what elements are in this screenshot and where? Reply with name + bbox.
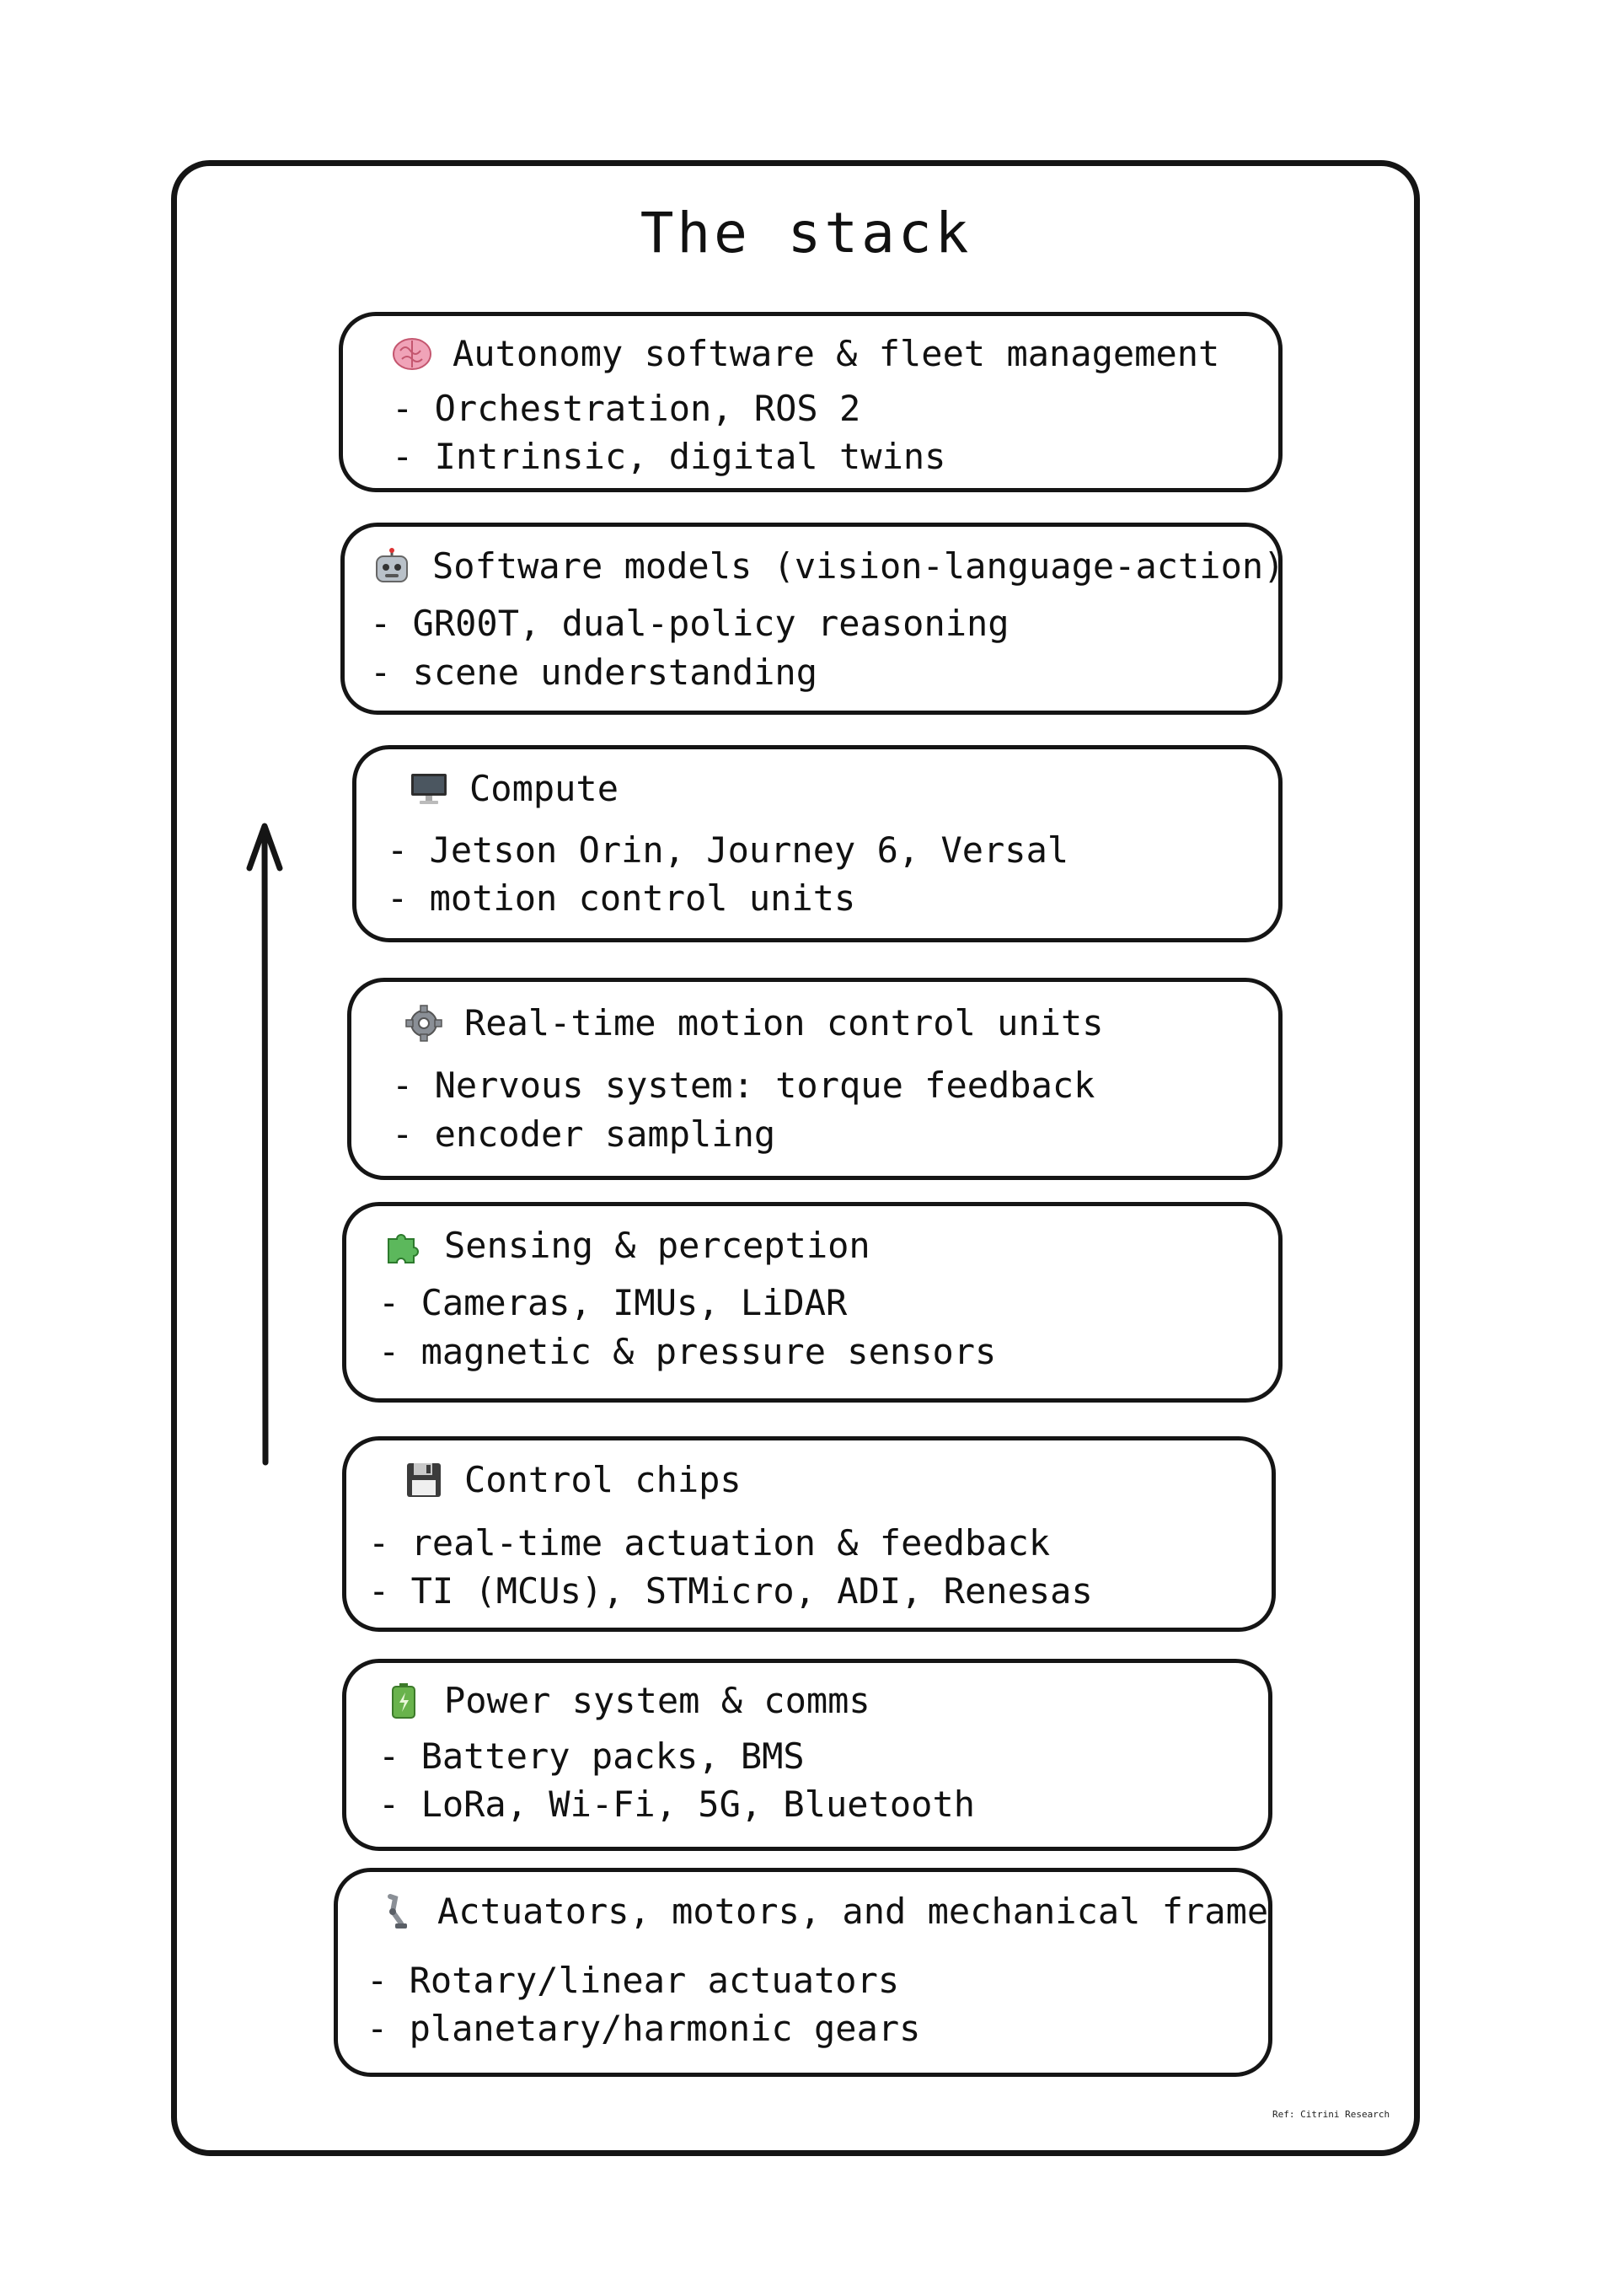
layer-heading: Sensing & perception [444,1225,870,1266]
reference-note: Ref: Citrini Research [1272,2109,1390,2120]
layer-heading: Actuators, motors, and mechanical frame [437,1891,1269,1932]
layer-line: - Jetson Orin, Journey 6, Versal [387,829,1069,871]
layer-line: - magnetic & pressure sensors [378,1331,997,1372]
layer-line: - Intrinsic, digital twins [392,436,946,477]
layer-line: - Orchestration, ROS 2 [392,388,861,429]
layer-line: - Cameras, IMUs, LiDAR [378,1282,848,1323]
layer-heading: Software models (vision-language-action) [432,545,1285,587]
layer-line: - Battery packs, BMS [378,1735,805,1777]
layer-line: - GR00T, dual-policy reasoning [370,603,1010,644]
mechanical-arm-icon [377,1893,417,1930]
layer-line: - Nervous system: torque feedback [392,1065,1095,1106]
layer-line: - LoRa, Wi-Fi, 5G, Bluetooth [378,1784,976,1825]
layer-heading: Power system & comms [444,1680,870,1721]
layer-heading: Compute [469,768,619,809]
layer-line: - planetary/harmonic gears [367,2008,921,2049]
layer-line: - encoder sampling [392,1113,776,1155]
diagram-frame [171,160,1420,2156]
layer-box-sensing: Sensing & perception - Cameras, IMUs, Li… [342,1202,1283,1403]
layer-box-power-comms: Power system & comms - Battery packs, BM… [342,1659,1272,1851]
computer-icon [409,770,449,807]
robot-icon [372,547,412,585]
layer-line: - scene understanding [370,652,818,693]
gear-icon [404,1004,444,1042]
layer-line: - Rotary/linear actuators [367,1960,900,2001]
layer-line: - motion control units [387,877,856,919]
layer-heading: Real-time motion control units [464,1002,1104,1043]
layer-line: - TI (MCUs), STMicro, ADI, Renesas [368,1570,1093,1612]
battery-icon [383,1682,424,1719]
layer-heading: Autonomy software & fleet management [453,333,1220,374]
layer-box-actuators: Actuators, motors, and mechanical frame … [334,1868,1272,2077]
diagram-title: The stack [640,201,972,266]
layer-line: - real-time actuation & feedback [368,1522,1051,1564]
layer-box-compute: Compute - Jetson Orin, Journey 6, Versal… [352,745,1283,942]
floppy-disk-icon [404,1462,444,1499]
layer-box-motion-control: Real-time motion control units - Nervous… [347,978,1283,1180]
puzzle-icon [383,1227,424,1264]
layer-box-control-chips: Control chips - real-time actuation & fe… [342,1436,1276,1632]
layer-box-software-models: Software models (vision-language-action)… [340,523,1285,715]
layer-heading: Control chips [464,1459,742,1500]
brain-icon [392,335,432,373]
layer-box-autonomy-software: Autonomy software & fleet management - O… [339,312,1283,492]
